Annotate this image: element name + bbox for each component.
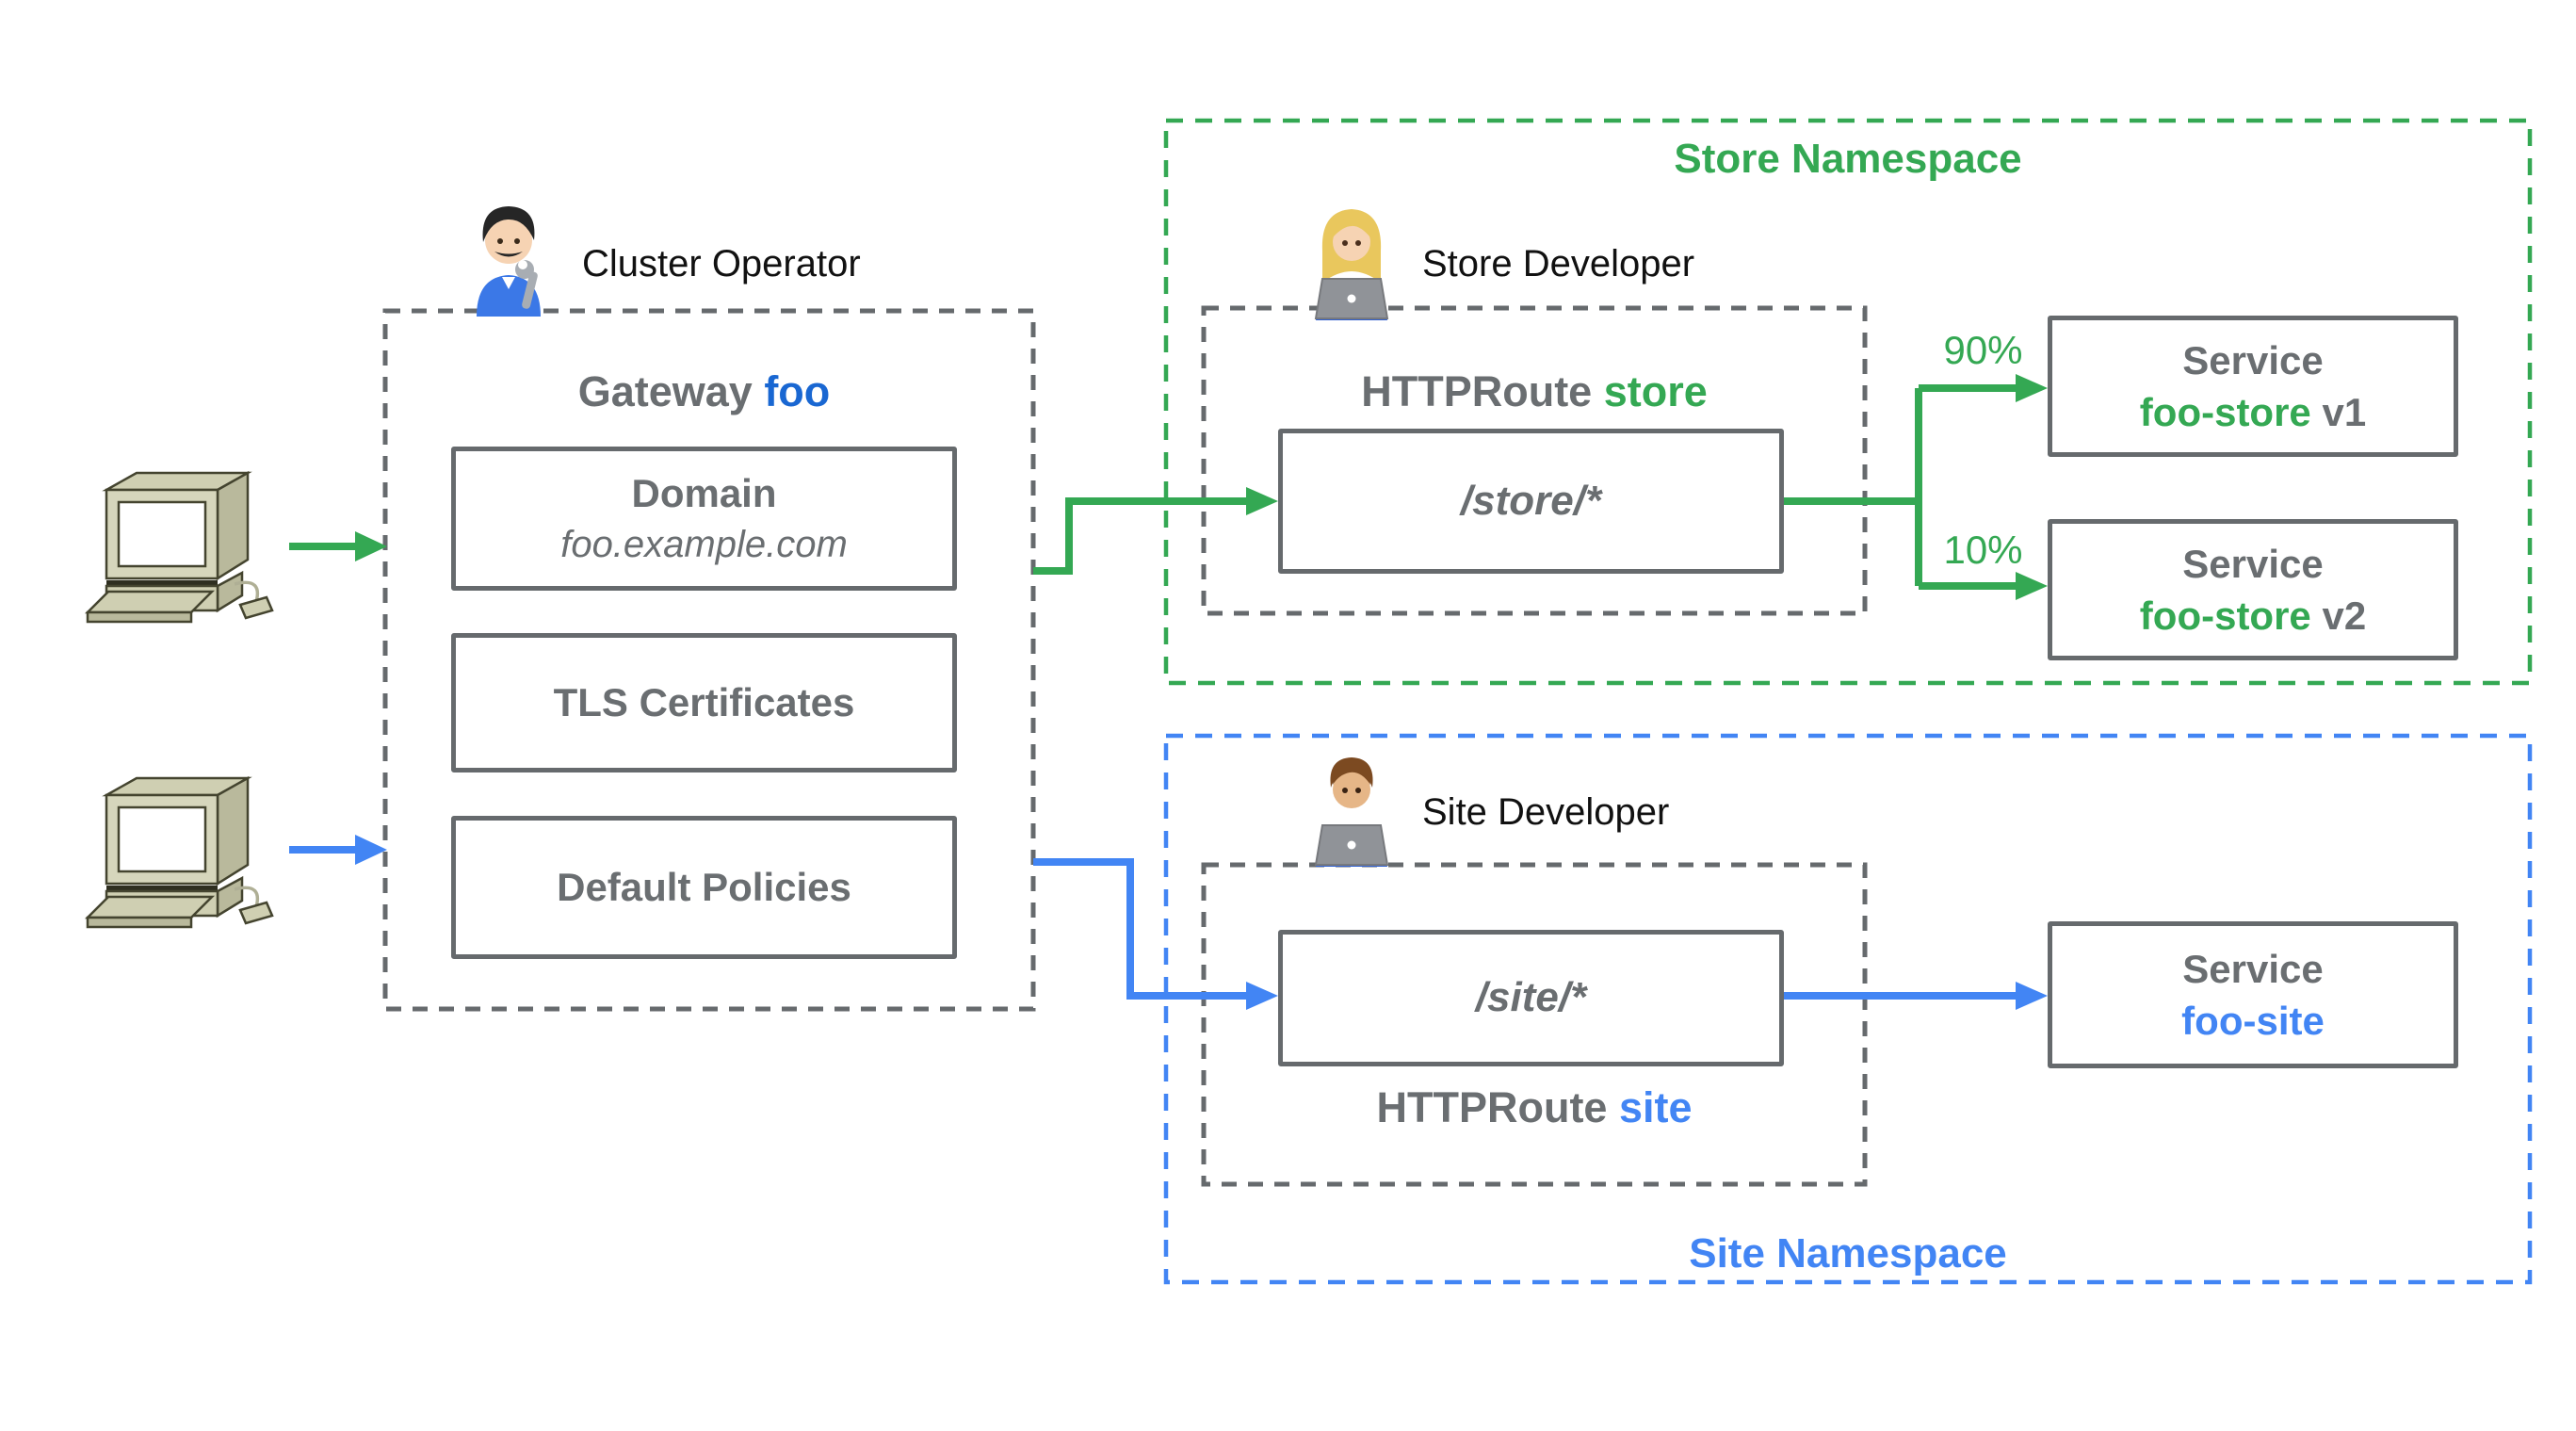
tls-certificates-title: TLS Certificates	[553, 680, 855, 725]
site-developer-label: Site Developer	[1422, 791, 1670, 833]
store-developer-label: Store Developer	[1422, 243, 1695, 285]
service-v2-line2: foo-store v2	[2140, 590, 2366, 642]
gateway-to-store-route-arrow	[1033, 487, 1278, 575]
gateway-to-site-route-arrow	[1033, 858, 1278, 1010]
gateway-title-prefix: Gateway	[577, 367, 765, 415]
service-v1-line2: foo-store v1	[2140, 386, 2366, 438]
httproute-store-name: store	[1603, 367, 1708, 415]
cluster-operator-label: Cluster Operator	[582, 243, 861, 285]
site-route-match: /site/*	[1475, 974, 1587, 1021]
site-route-boundary	[1201, 862, 1868, 1187]
client-computer-bottom	[84, 775, 274, 929]
man-technologist-emoji	[1314, 757, 1389, 867]
service-v1-suffix: v1	[2310, 390, 2367, 434]
domain-box-value: foo.example.com	[560, 523, 848, 565]
woman-technologist-emoji	[1314, 209, 1389, 320]
service-v2-line1: Service	[2182, 541, 2324, 586]
gateway-title-name: foo	[764, 367, 831, 415]
httproute-site-title: HTTPRoute site	[1204, 1083, 1865, 1132]
client-computer-top	[84, 470, 274, 624]
client-bottom-to-gateway-arrow	[289, 835, 387, 865]
service-v1-name: foo-store	[2139, 390, 2311, 434]
store-namespace-boundary	[1163, 118, 2533, 686]
httproute-store-prefix: HTTPRoute	[1361, 367, 1604, 415]
service-site-line1: Service	[2182, 946, 2324, 991]
site-route-to-service-arrow	[1784, 982, 2048, 1010]
store-namespace-label: Store Namespace	[1674, 136, 2022, 182]
site-route-match-box: /site/*	[1278, 930, 1784, 1066]
service-site-name: foo-site	[2181, 999, 2325, 1043]
httproute-site-prefix: HTTPRoute	[1376, 1083, 1619, 1131]
default-policies-title: Default Policies	[557, 865, 851, 910]
store-route-boundary	[1201, 305, 1868, 616]
httproute-store-title: HTTPRoute store	[1204, 367, 1865, 416]
client-top-to-gateway-arrow	[289, 531, 387, 561]
service-foo-store-v1-box: Service foo-store v1	[2048, 316, 2458, 457]
store-route-match-box: /store/*	[1278, 429, 1784, 574]
tls-certificates-box: TLS Certificates	[451, 633, 957, 772]
service-v2-name: foo-store	[2139, 594, 2311, 638]
service-v1-line1: Service	[2182, 337, 2324, 382]
default-policies-box: Default Policies	[451, 816, 957, 959]
site-namespace-label: Site Namespace	[1689, 1230, 2007, 1277]
site-namespace-boundary	[1163, 733, 2533, 1285]
domain-box: Domain foo.example.com	[451, 447, 957, 591]
service-foo-site-box: Service foo-site	[2048, 921, 2458, 1068]
domain-box-title: Domain	[631, 471, 777, 516]
man-mechanic-emoji	[477, 206, 541, 317]
service-v2-suffix: v2	[2310, 594, 2367, 638]
gateway-boundary	[382, 308, 1036, 1012]
weight-10-label: 10%	[1943, 528, 2023, 572]
gateway-title: Gateway foo	[451, 367, 957, 416]
service-foo-store-v2-box: Service foo-store v2	[2048, 519, 2458, 660]
store-route-match: /store/*	[1460, 477, 1602, 524]
httproute-site-name: site	[1618, 1083, 1693, 1131]
weight-90-label: 90%	[1943, 328, 2023, 372]
store-route-to-services-split	[1784, 374, 2048, 600]
